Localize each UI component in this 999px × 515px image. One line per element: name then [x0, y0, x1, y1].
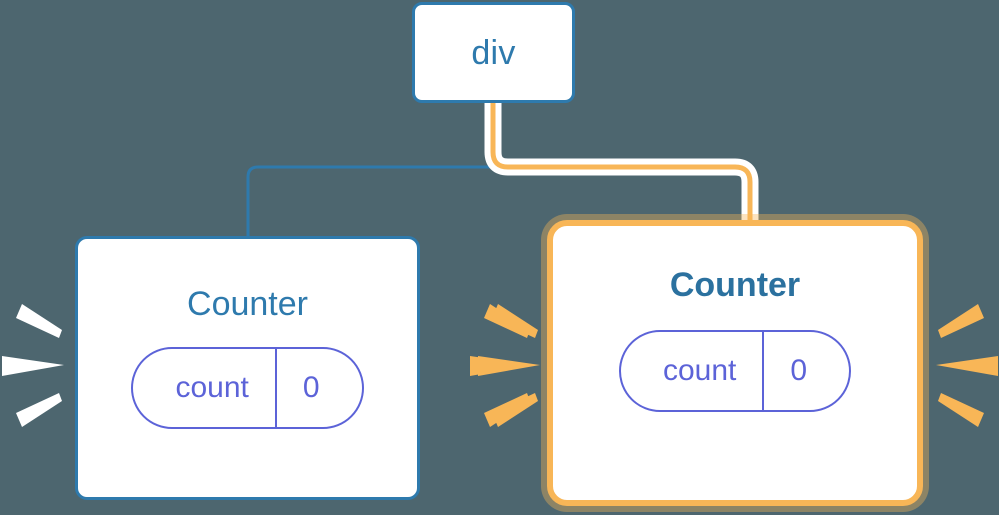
node-div-label: div — [471, 33, 516, 72]
prop-pill-count-right: count 0 — [618, 330, 852, 412]
burst-ray-icon — [938, 304, 984, 338]
burst-ray-icon — [2, 356, 64, 376]
burst-ray-icon — [938, 393, 984, 427]
burst-icon-counter-right-right — [936, 304, 998, 427]
burst-ray-icon — [16, 304, 62, 338]
burst-ray-icon — [492, 393, 538, 427]
burst-icon-counter-left-left — [2, 304, 64, 427]
node-counter-left[interactable]: Counter count 0 — [75, 236, 420, 500]
edge-div-to-counter-left — [246, 103, 495, 238]
burst-icon-counter-right-left — [478, 304, 540, 427]
burst-ray-icon — [16, 393, 62, 427]
node-counter-right[interactable]: Counter count 0 — [547, 220, 923, 506]
node-counter-right-label: Counter — [669, 266, 801, 304]
burst-ray-icon — [936, 356, 998, 376]
node-div[interactable]: div — [412, 2, 575, 103]
node-counter-left-label: Counter — [187, 285, 308, 323]
edge-div-to-counter-right — [490, 103, 753, 232]
prop-pill-count-left: count 0 — [131, 347, 364, 429]
burst-ray-icon — [478, 356, 540, 376]
prop-key-count: count — [662, 354, 737, 387]
prop-key-count: count — [175, 371, 249, 404]
burst-ray-icon — [492, 304, 538, 338]
edge-div-to-counter-right-halo — [484, 103, 759, 232]
prop-value-count: 0 — [762, 332, 849, 410]
prop-value-count: 0 — [274, 349, 362, 427]
